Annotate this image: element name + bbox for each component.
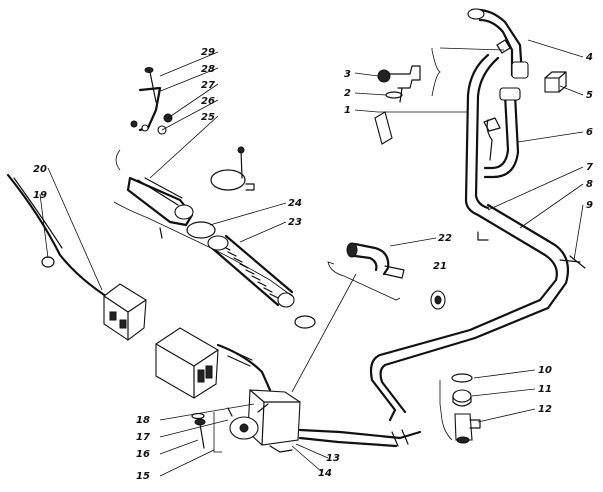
callout-14: 14 [318, 468, 332, 479]
clamp-lower-24 [186, 221, 216, 239]
boot-part-25 [126, 176, 194, 239]
callout-19: 19 [33, 190, 47, 201]
fitting-part-12 [454, 413, 481, 444]
callout-10: 10 [538, 365, 552, 376]
connector-part-19 [103, 283, 147, 341]
relay-block [155, 327, 219, 399]
callout-29: 29 [201, 47, 215, 58]
long-vertical-pipe [464, 53, 500, 217]
callout-labels: 1 2 3 4 5 6 7 8 9 10 11 12 13 14 15 16 1… [33, 47, 593, 482]
callout-15: 15 [136, 471, 150, 482]
callout-21: 21 [433, 261, 447, 272]
callout-27: 27 [201, 80, 215, 91]
corrugated-hose-23 [207, 234, 316, 329]
upper-filler-pipe [467, 8, 529, 79]
elbow-fitting-22 [346, 242, 405, 279]
callout-16: 16 [136, 449, 150, 460]
callout-23: 23 [288, 217, 302, 228]
callout-3: 3 [344, 69, 351, 80]
callout-25: 25 [201, 112, 215, 123]
callout-13: 13 [326, 453, 340, 464]
valve-part-3 [377, 65, 421, 103]
ring-part-2 [385, 91, 403, 99]
bolt-part-29 [144, 67, 157, 103]
callout-8: 8 [586, 179, 593, 190]
leader-lines [39, 39, 584, 477]
callout-11: 11 [538, 384, 552, 395]
callout-20: 20 [33, 164, 47, 175]
callout-18: 18 [136, 415, 150, 426]
callout-28: 28 [201, 64, 215, 75]
ring-part-10 [451, 373, 473, 383]
bracket-part-28 [138, 86, 162, 132]
screw-part-16 [194, 418, 206, 449]
callout-5: 5 [586, 90, 593, 101]
callout-22: 22 [438, 233, 452, 244]
clamp-upper-24 [210, 146, 255, 191]
nut-part-11 [452, 389, 472, 407]
callout-1: 1 [344, 105, 351, 116]
callout-4: 4 [585, 52, 593, 63]
nut-part-21 [430, 290, 446, 310]
callout-9: 9 [586, 200, 593, 211]
callout-12: 12 [538, 404, 552, 415]
hose-bundle [369, 203, 586, 422]
elbow-pipe [483, 87, 521, 179]
clip-part-5 [544, 71, 567, 93]
callout-26: 26 [201, 96, 215, 107]
washers-26-27 [130, 113, 173, 135]
callout-6: 6 [586, 127, 593, 138]
callout-2: 2 [344, 88, 351, 99]
pump-assembly [216, 343, 301, 453]
callout-7: 7 [586, 162, 593, 173]
tube-part-1 [374, 111, 393, 145]
callout-17: 17 [136, 432, 150, 443]
outlet-pipe [298, 428, 422, 448]
cable-19-20 [6, 173, 114, 302]
callout-24: 24 [288, 198, 302, 209]
